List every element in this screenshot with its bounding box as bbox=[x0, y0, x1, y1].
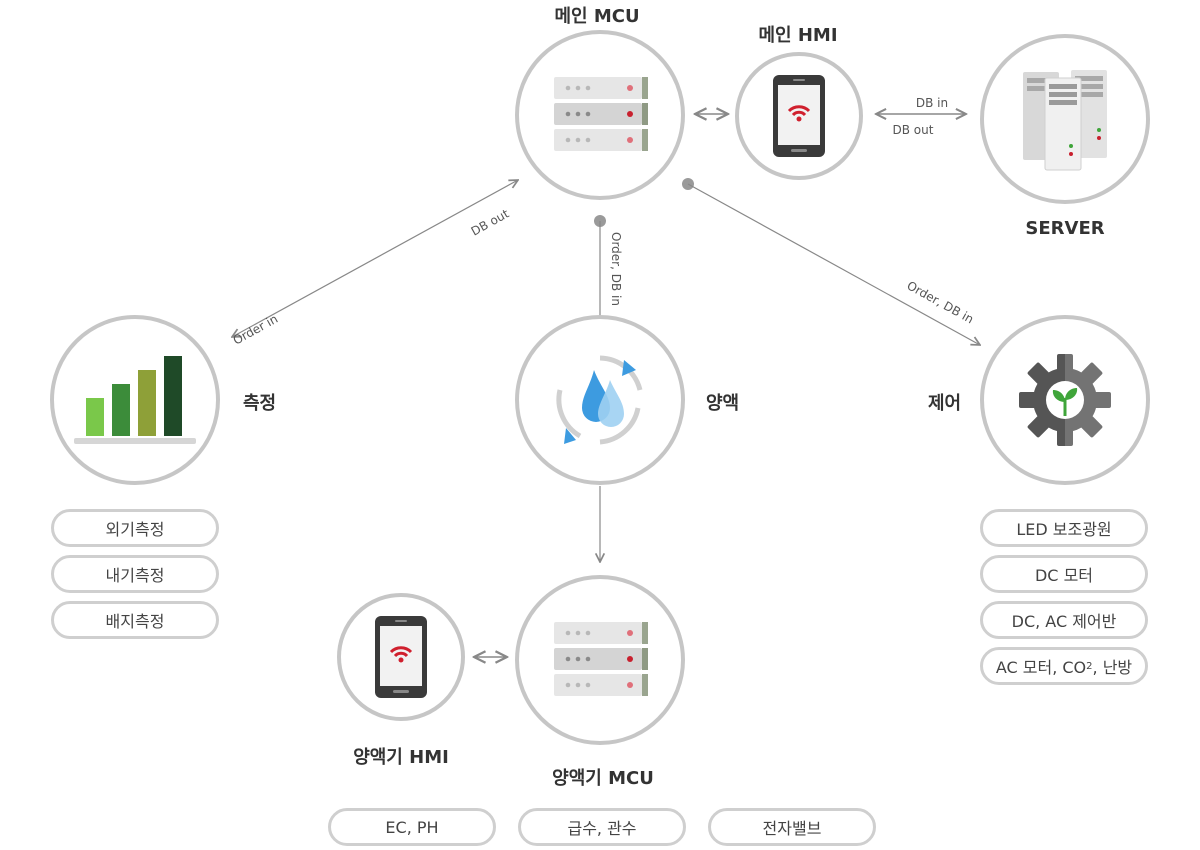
control-item-dc-motor: DC 모터 bbox=[980, 555, 1148, 593]
measure-item-medium: 배지측정 bbox=[51, 601, 219, 639]
db-out-label: DB out bbox=[893, 123, 934, 137]
control-item-panel: DC, AC 제어반 bbox=[980, 601, 1148, 639]
nutrient-mcu-label: 양액기 MCU bbox=[552, 768, 654, 789]
db-in-label: DB in bbox=[916, 96, 948, 110]
server-label: SERVER bbox=[1025, 218, 1105, 239]
nutrient-label: 양액 bbox=[706, 393, 740, 414]
water-cycle-icon bbox=[556, 355, 643, 445]
measure-item-indoor: 내기측정 bbox=[51, 555, 219, 593]
server-rack-icon bbox=[554, 77, 648, 151]
control-item-ac-subscript: 2 bbox=[1086, 660, 1093, 672]
control-label: 제어 bbox=[928, 393, 962, 414]
nutrient-node bbox=[515, 315, 685, 485]
main-hmi-node bbox=[735, 52, 863, 180]
tablet-wifi-icon bbox=[773, 75, 825, 157]
mcu-control-connector bbox=[687, 183, 980, 345]
nutrient-hmi-label: 양액기 HMI bbox=[353, 747, 449, 768]
nutrient-item-water: 급수, 관수 bbox=[518, 808, 686, 846]
measure-mcu-connector bbox=[232, 180, 518, 337]
control-node bbox=[980, 315, 1150, 485]
nutrient-hmi-node bbox=[337, 593, 465, 721]
measure-label: 측정 bbox=[243, 393, 277, 414]
control-item-ac-suffix: , 난방 bbox=[1092, 658, 1133, 677]
control-order-label: Order, DB in bbox=[905, 278, 976, 326]
control-item-ac-prefix: AC 모터, CO bbox=[995, 658, 1087, 677]
control-item-led: LED 보조광원 bbox=[980, 509, 1148, 547]
measure-node bbox=[50, 315, 220, 485]
server-rack-icon bbox=[554, 622, 648, 696]
gear-sprout-icon bbox=[1019, 352, 1113, 448]
nutrient-item-ec-ph: EC, PH bbox=[328, 808, 496, 846]
nutrient-order-label: Order, DB in bbox=[609, 232, 623, 306]
nutrient-mcu-node bbox=[515, 575, 685, 745]
measure-item-outdoor: 외기측정 bbox=[51, 509, 219, 547]
main-mcu-node bbox=[515, 30, 685, 200]
main-mcu-label: 메인 MCU bbox=[554, 6, 640, 27]
measure-order-in-label: Order in bbox=[231, 312, 281, 348]
nutrient-item-valve: 전자밸브 bbox=[708, 808, 876, 846]
main-hmi-label: 메인 HMI bbox=[758, 25, 838, 46]
measure-db-out-label: DB out bbox=[469, 206, 512, 238]
server-tower-icon bbox=[1023, 70, 1107, 171]
tablet-wifi-icon bbox=[375, 616, 427, 698]
bar-chart-icon bbox=[74, 356, 196, 444]
server-node bbox=[980, 34, 1150, 204]
